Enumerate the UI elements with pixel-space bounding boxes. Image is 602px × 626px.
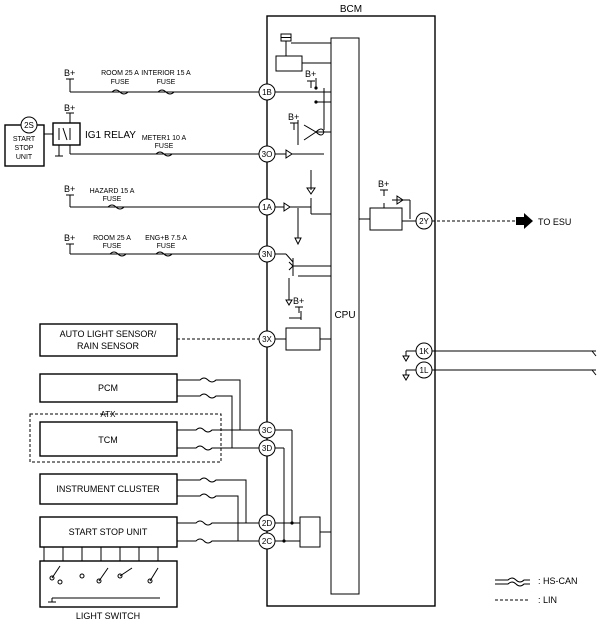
pin-2C: 2C <box>262 537 272 546</box>
meter-fuse-symbol <box>155 151 173 157</box>
pin-3O: 3O <box>262 150 273 159</box>
bplus-7: B+ <box>293 296 304 306</box>
bplus-2: B+ <box>64 103 75 113</box>
legend: : HS-CAN : LIN <box>495 576 578 605</box>
pin-3N: 3N <box>262 250 272 259</box>
to-esu-link: TO ESU <box>432 213 571 229</box>
room-fuse-1-label: FUSE <box>111 79 130 86</box>
pin-1L: 1L <box>420 366 429 375</box>
interior-fuse-label: FUSE <box>157 79 176 86</box>
legend-hs-can: : HS-CAN <box>538 576 578 586</box>
cpu-label: CPU <box>334 310 355 321</box>
pcm-module: PCM <box>39 373 241 448</box>
engb-fuse-symbol <box>155 251 173 257</box>
ig1-relay-label: IG1 RELAY <box>85 130 136 141</box>
bcm-title: BCM <box>340 4 362 15</box>
room-fuse-2-rating: ROOM 25 A <box>93 235 131 242</box>
pin-internal-wiring <box>275 91 597 548</box>
legend-lin: : LIN <box>538 595 557 605</box>
start-stop-unit-label: START STOP UNIT <box>69 527 148 537</box>
cpu-block <box>330 37 360 595</box>
atx-group: ATX TCM <box>29 410 259 463</box>
bcm-pins: 2S 1B 3O 1A 3N 3X 3C 3D 2D 2C 2Y 1K 1L <box>20 83 433 550</box>
engb-fuse-rating: ENG+B 7.5 A <box>145 235 187 242</box>
instrument-cluster-label: INSTRUMENT CLUSTER <box>56 484 160 494</box>
hazard-fuse-rating: HAZARD 15 A <box>90 188 135 195</box>
bplus-3: B+ <box>64 184 75 194</box>
ig1-relay-box <box>52 122 81 146</box>
room-fuse-1-rating: ROOM 25 A <box>101 70 139 77</box>
pin-3D: 3D <box>262 444 272 453</box>
pin-2D: 2D <box>262 519 272 528</box>
auto-light-label-1: AUTO LIGHT SENSOR/ <box>60 329 157 339</box>
hazard-fuse-symbol <box>107 204 125 210</box>
atx-label: ATX <box>101 410 117 419</box>
start-stop-small-line3: UNIT <box>16 154 33 161</box>
pin-1A: 1A <box>262 203 272 212</box>
interior-fuse-rating: INTERIOR 15 A <box>141 70 191 77</box>
pin-2S: 2S <box>24 121 34 130</box>
pin-1K: 1K <box>419 347 429 356</box>
bplus-5: B+ <box>305 69 316 79</box>
room-fuse-2-label: FUSE <box>103 243 122 250</box>
tcm-label: TCM <box>98 435 118 445</box>
interior-fuse-symbol <box>157 89 175 95</box>
bplus-4: B+ <box>64 233 75 243</box>
bplus-1: B+ <box>64 68 75 78</box>
supply-markers: B+ B+ B+ B+ B+ B+ B+ B+ <box>64 68 389 313</box>
instrument-cluster-module: INSTRUMENT CLUSTER <box>39 473 247 541</box>
pin-2Y: 2Y <box>419 217 429 226</box>
start-stop-small-line2: STOP <box>15 145 34 152</box>
bplus-8: B+ <box>378 179 389 189</box>
tcm-module <box>39 421 178 457</box>
hazard-fuse-label: FUSE <box>103 196 122 203</box>
room-fuse-1-symbol <box>111 89 129 95</box>
pcm-label: PCM <box>98 383 118 393</box>
meter-fuse-rating: METER1 10 A <box>142 135 187 142</box>
engb-fuse-label: FUSE <box>157 243 176 250</box>
to-esu-label: TO ESU <box>538 217 571 227</box>
bcm-internal-circuit-upper <box>275 33 411 351</box>
pin-1B: 1B <box>262 88 272 97</box>
fuse-circuits: ROOM 25 A FUSE INTERIOR 15 A FUSE METER1… <box>70 70 259 257</box>
pin-3C: 3C <box>262 426 272 435</box>
bplus-6: B+ <box>288 112 299 122</box>
room-fuse-2-symbol <box>109 251 127 257</box>
light-switch: LIGHT SWITCH <box>39 547 178 621</box>
auto-light-sensor: AUTO LIGHT SENSOR/ RAIN SENSOR <box>39 323 259 357</box>
meter-fuse-label: FUSE <box>155 143 174 150</box>
auto-light-label-2: RAIN SENSOR <box>77 341 140 351</box>
pin-3X: 3X <box>262 335 272 344</box>
light-switch-label: LIGHT SWITCH <box>76 611 140 621</box>
start-stop-unit-module: START STOP UNIT <box>39 516 259 548</box>
start-stop-small-line1: START <box>13 136 36 143</box>
